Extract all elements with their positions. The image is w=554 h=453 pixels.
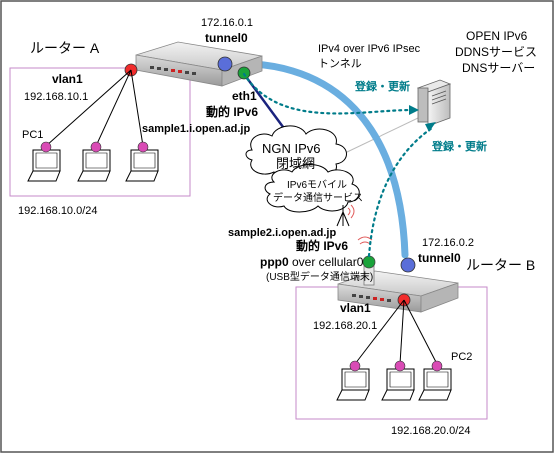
eth1-addr-type: 動的 IPv6 [206,104,258,119]
registration-line-a [242,72,414,115]
server-label-2: DDNSサービス [455,45,537,59]
ppp0-device: (USB型データ通信端末) [266,270,373,283]
pc1-node-c [137,141,149,153]
router-a-tunnel-ip: 172.16.0.1 [201,17,253,29]
vlan1-b-label: vlan1 [340,301,371,315]
laptop-pc1-b [77,149,111,182]
ppp0-label: ppp0 over cellular0 [260,255,364,269]
router-b-addr-type: 動的 IPv6 [296,238,348,253]
server-label-1: OPEN IPv6 [466,29,528,43]
server-label-3: DNSサーバー [462,61,535,75]
antenna-icon [336,205,350,227]
vlan1-a-label: vlan1 [52,72,83,86]
register-label-1: 登録・更新 [354,79,410,93]
tunnel-label-2: トンネル [318,57,362,70]
pc2-node-c [431,360,443,372]
laptop-pc2-c [418,368,452,401]
ngn-server-line [344,117,419,154]
lan-a-network: 192.168.10.0/24 [18,205,98,217]
router-a-tunnel-name: tunnel0 [205,31,248,45]
ppp0-name: ppp0 [260,255,289,269]
pc2-node-b [394,360,406,372]
lan-b-links [354,299,438,365]
pc1-node-b [90,141,102,153]
ngn-label-2: 閉域網 [276,156,315,171]
vlan1-b-ip: 192.168.20.1 [313,320,377,332]
router-a-tunnel-port [217,56,233,72]
registration-arrow-b [425,122,436,132]
eth1-label: eth1 [232,89,257,103]
registration-line-b [367,126,434,258]
vlan1-a-ip: 192.168.10.1 [24,91,88,103]
mobile-cloud [264,164,360,213]
register-label-2: 登録・更新 [431,139,487,153]
ddns-server-icon [416,79,452,127]
pc1-node-a [40,141,52,153]
lan-a-box [9,67,191,197]
ppp0-port [362,255,376,269]
laptop-pc2-b [381,368,415,401]
router-b-host: sample2.i.open.ad.jp [228,227,336,239]
mobile-label-1: IPv6モバイル [287,179,347,191]
pc2-label: PC2 [451,351,472,363]
registration-arrow-a [409,105,419,115]
eth1-host: sample1.i.open.ad.jp [142,123,250,135]
lan-a-links [45,69,144,147]
mobile-label-2: データ通信サービス [273,191,363,204]
router-a-title: ルーター A [30,40,100,56]
ngn-label-1: NGN IPv6 [262,141,321,156]
router-b-tunnel-name: tunnel0 [418,251,461,265]
wireless-a-icon [347,204,355,219]
router-b-title: ルーター B [466,257,535,273]
tunnel-label-1: IPv4 over IPv6 IPsec [318,43,421,55]
router-b-tunnel-port [400,257,416,273]
ppp0-suffix: over cellular0 [289,255,364,269]
lan-b-network: 192.168.20.0/24 [391,425,471,437]
router-a [135,41,263,87]
router-b-tunnel-ip: 172.16.0.2 [422,237,474,249]
laptop-pc2-a [336,368,370,401]
pc1-label: PC1 [22,129,43,141]
laptop-pc1-c [125,149,159,182]
pc2-node-a [349,360,361,372]
laptop-pc1-a [27,149,61,182]
